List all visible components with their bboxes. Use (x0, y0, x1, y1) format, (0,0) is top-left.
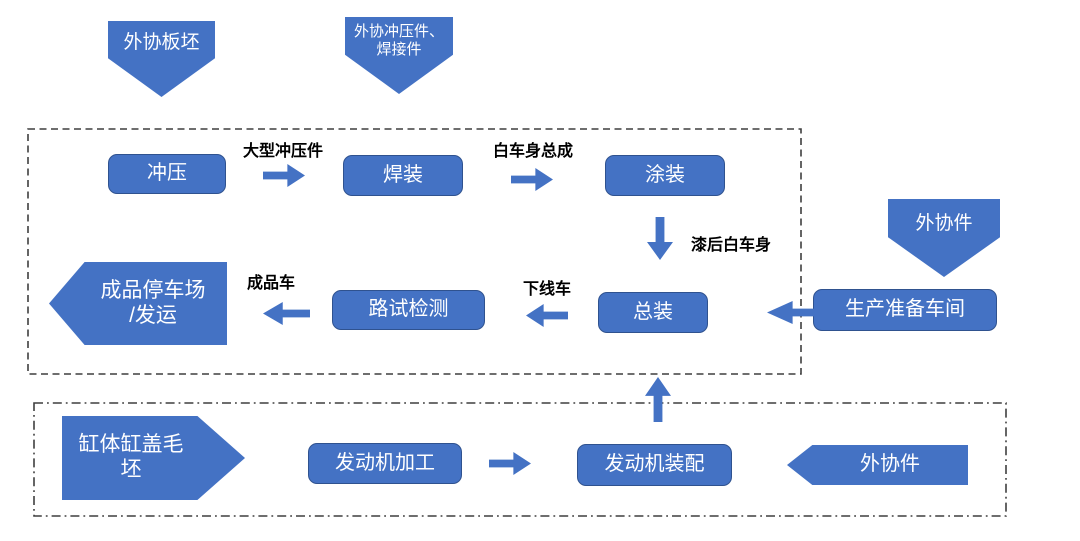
engine-machining-label: 发动机加工 (335, 451, 435, 474)
final-assembly-label: 总装 (633, 300, 673, 323)
vehicle-process-boundary (27, 128, 802, 375)
process-box-engine-assembly: 发动机装配 (577, 444, 732, 486)
external-stamping-welding-label: 外协冲压件、 焊接件 (353, 23, 444, 58)
outsourced-parts-engine-label: 外协件 (860, 453, 920, 476)
label-biw-assembly: 白车身总成 (492, 143, 573, 160)
cylinder-blank-label: 缸体缸盖毛 坯 (78, 433, 184, 481)
road-test-label: 路试检测 (368, 298, 449, 321)
process-box-painting: 涂装 (605, 155, 725, 196)
label-offline-vehicle: 下线车 (522, 281, 571, 298)
engine-assembly-label: 发动机装配 (604, 453, 705, 476)
process-box-welding: 焊装 (343, 155, 463, 196)
process-box-prep-workshop: 生产准备车间 (813, 289, 997, 331)
process-box-engine-machining: 发动机加工 (308, 443, 462, 484)
welding-label: 焊装 (383, 163, 423, 186)
pentagon-finished-parking-shipment: 成品停车场 /发运 (49, 262, 227, 345)
process-box-road-test: 路试检测 (332, 290, 485, 330)
label-large-stampings: 大型冲压件 (242, 143, 323, 160)
process-box-final-assembly: 总装 (598, 292, 708, 333)
pentagon-external-slab: 外协板坯 (108, 21, 215, 97)
label-painted-biw: 漆后白车身 (691, 237, 772, 254)
process-box-stamping: 冲压 (108, 154, 226, 194)
prep-workshop-label: 生产准备车间 (845, 298, 965, 321)
pentagon-outsourced-parts-main: 外协件 (888, 199, 1000, 277)
painting-label: 涂装 (645, 163, 685, 186)
outsourced-parts-main-label: 外协件 (915, 213, 973, 234)
pentagon-external-stamping-welding-parts: 外协冲压件、 焊接件 (345, 17, 453, 94)
stamping-label: 冲压 (147, 162, 187, 185)
finished-parking-label: 成品停车场 /发运 (100, 278, 206, 327)
engine-process-boundary (33, 402, 1007, 517)
external-slab-label: 外协板坯 (123, 32, 200, 53)
pentagon-outsourced-parts-engine: 外协件 (787, 445, 968, 485)
label-finished-vehicle: 成品车 (246, 275, 295, 292)
